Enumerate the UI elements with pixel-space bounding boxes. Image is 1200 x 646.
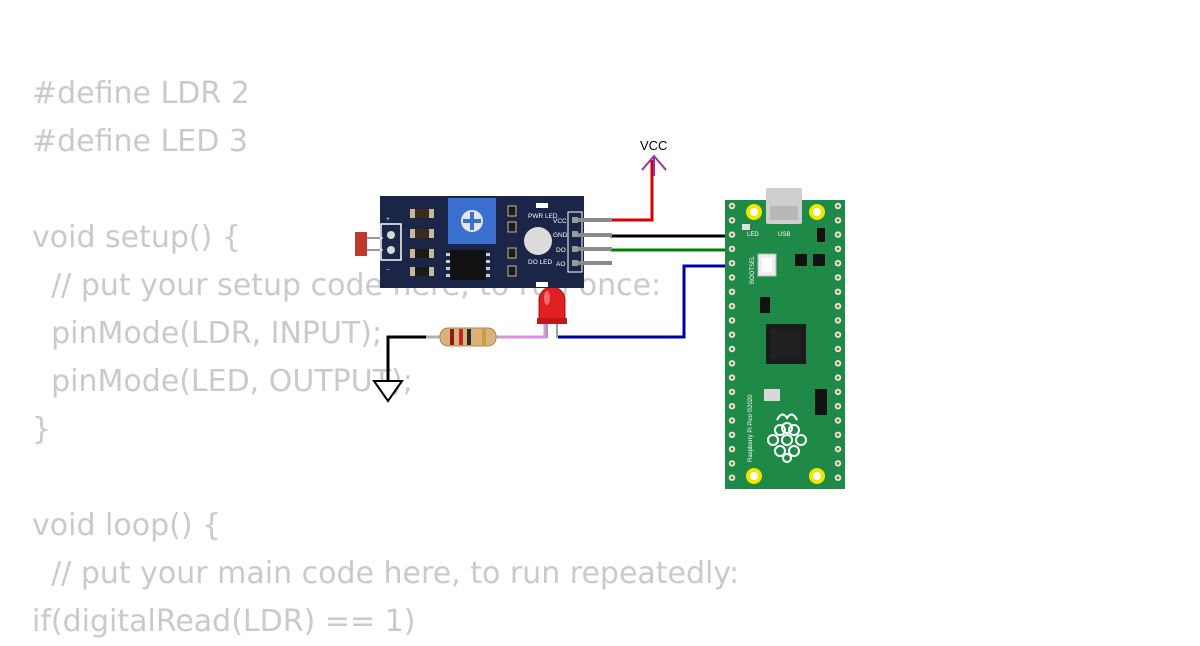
pico-pin-hole [836, 462, 840, 465]
ground-wire[interactable] [386, 335, 428, 380]
raspberry-pi-pico[interactable]: USB LED BOOTSEL Raspberry Pi Pico ©202 [725, 188, 845, 489]
pico-pin-hole [730, 218, 734, 222]
raspberry-logo-icon [767, 413, 807, 463]
pico-pin-hole [730, 276, 734, 279]
do-led-label: DO LED [528, 259, 553, 266]
pico-pin-hole [836, 233, 840, 237]
led-wire[interactable] [558, 264, 740, 339]
pico-pin-hole [730, 204, 734, 208]
code-line: void setup() { [32, 220, 241, 255]
pico-pin-hole [836, 204, 840, 208]
resistor-wire[interactable] [494, 322, 547, 339]
pico-pin-hole [730, 361, 734, 365]
pico-pin-hole [836, 276, 840, 279]
pico-pin-hole [836, 476, 840, 480]
code-line: pinMode(LDR, INPUT); [32, 316, 383, 351]
ldr-minus-label: − [386, 267, 390, 274]
pico-pin-hole [836, 404, 840, 408]
pico-pin-hole [730, 419, 734, 422]
bootsel-button[interactable] [757, 253, 777, 277]
red-led[interactable] [537, 286, 567, 338]
pico-pin-hole [836, 419, 840, 422]
pico-pin-hole [836, 261, 840, 265]
pwr-led-label: PWR LED [528, 213, 558, 220]
code-line: #define LED 3 [32, 124, 248, 159]
ldr-plus-label: + [386, 216, 390, 223]
pico-pin-hole [836, 290, 840, 294]
photoresistor [355, 232, 367, 256]
pico-pin-hole [836, 333, 840, 337]
pico-pin-hole [730, 319, 734, 322]
pico-pin-hole [836, 347, 840, 351]
pico-pin-hole [730, 247, 734, 251]
pico-pin-hole [730, 447, 734, 451]
pin-vcc-label: VCC [553, 218, 567, 225]
code-line: } [32, 412, 52, 447]
pico-pin-hole [836, 376, 840, 379]
circuit-diagram: VCC + − [355, 138, 845, 489]
pico-bootsel-label: BOOTSEL [750, 255, 756, 284]
pico-pin-hole [730, 376, 734, 379]
pico-pin-hole [730, 390, 734, 394]
ground-symbol-icon [372, 380, 404, 403]
pico-pin-hole [730, 476, 734, 480]
pico-pin-hole [836, 319, 840, 322]
pico-pin-hole [730, 261, 734, 265]
pico-name-label: Raspberry Pi Pico ©2020 [747, 394, 754, 462]
pico-pin-hole [730, 433, 734, 437]
pico-pin-hole [730, 462, 734, 465]
pico-pin-hole [836, 247, 840, 251]
code-line: // put your main code here, to run repea… [32, 556, 740, 591]
pico-pin-hole [836, 433, 840, 437]
pico-pin-hole [730, 233, 734, 237]
code-line: void loop() { [32, 508, 222, 543]
vcc-arrow-icon [641, 154, 667, 176]
pico-pin-hole [730, 404, 734, 408]
pin-ao-label: AO [556, 261, 565, 268]
pico-pin-hole [836, 304, 840, 308]
pico-pin-hole [836, 390, 840, 394]
pico-pin-hole [730, 304, 734, 308]
vcc-label: VCC [640, 138, 667, 153]
pico-pins-left [728, 202, 736, 481]
ldr-sensor-module[interactable]: + − PWR LED DO LED [355, 196, 612, 288]
pico-pin-hole [836, 361, 840, 365]
pico-pin-hole [836, 447, 840, 451]
pico-led-label: LED [747, 232, 759, 238]
pico-pins-right [834, 202, 842, 481]
pin-gnd-label: GND [553, 232, 568, 239]
pico-pin-hole [730, 333, 734, 337]
pin-do-label: DO [556, 247, 566, 254]
pico-pin-hole [836, 218, 840, 222]
code-line: #define LDR 2 [32, 76, 250, 111]
pico-pin-hole [730, 347, 734, 351]
pico-usb-label: USB [778, 232, 790, 238]
resistor[interactable] [426, 327, 500, 347]
vcc-wire[interactable] [610, 160, 654, 222]
pico-pin-hole [730, 290, 734, 294]
